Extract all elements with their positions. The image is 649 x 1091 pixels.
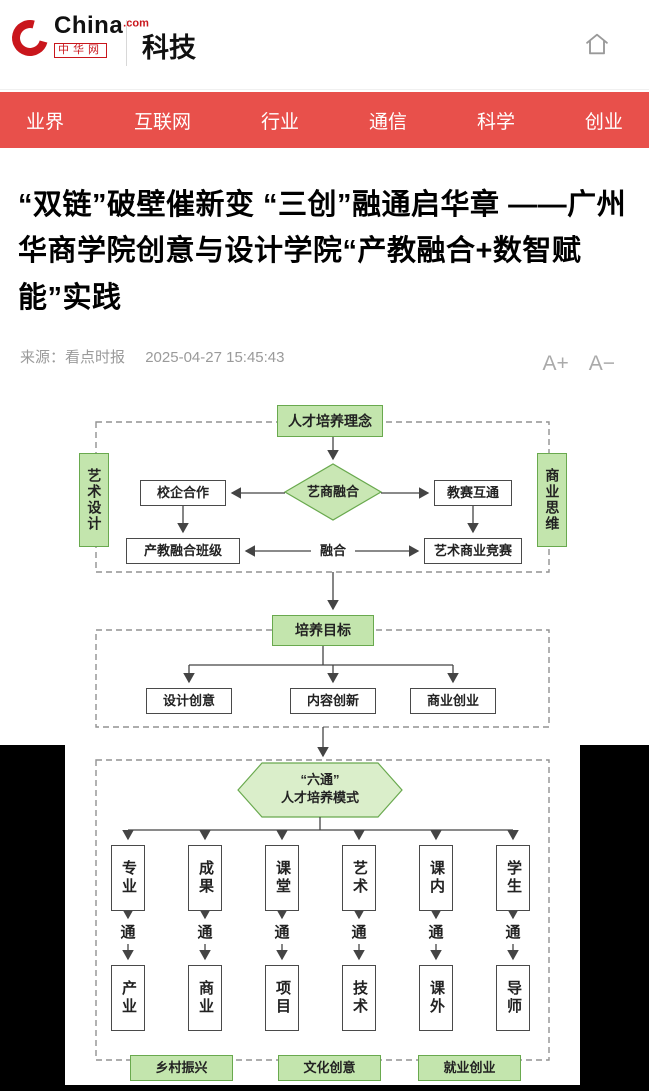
logo-tld: .com [123, 17, 149, 30]
diagram-box-industry-class: 产教融合班级 [126, 538, 240, 564]
font-size-controls: A+ A− [542, 352, 615, 376]
article-meta: 来源：看点时报 2025-04-27 15:45:43 [20, 346, 285, 367]
nav-item-tongxin[interactable]: 通信 [368, 111, 407, 133]
diagram-box-school-enterprise: 校企合作 [140, 480, 226, 506]
diagram-col2-bottom: 商业 [188, 965, 222, 1031]
diagram-label-business-thinking: 商业思维 [537, 453, 567, 547]
nav-item-hangye[interactable]: 行业 [260, 111, 299, 133]
diagram-box-philosophy: 人才培养理念 [277, 405, 383, 437]
nav-item-hulianwang[interactable]: 互联网 [133, 111, 191, 133]
publish-time: 2025-04-27 15:45:43 [145, 349, 285, 366]
diagram-col6-bottom: 导师 [496, 965, 530, 1031]
diagram-diamond-fusion: 艺商融合 [306, 484, 359, 500]
diagram-col5-top: 课内 [419, 845, 453, 911]
nav-item-chuangye[interactable]: 创业 [584, 111, 623, 133]
china-logo[interactable]: China.com 中华网 [5, 13, 149, 63]
diagram-col1-bottom: 产业 [111, 965, 145, 1031]
diagram-outcome-culture: 文化创意 [278, 1055, 381, 1081]
diagram-box-art-business-comp: 艺术商业竞赛 [424, 538, 522, 564]
nav-item-yejie[interactable]: 业界 [26, 111, 65, 133]
logo-brand: China [54, 12, 124, 39]
diagram-box-business-startup: 商业创业 [410, 688, 496, 714]
diagram-label-art-design: 艺术设计 [79, 453, 109, 547]
nav-item-kexue[interactable]: 科学 [476, 111, 515, 133]
diagram-box-competition: 教赛互通 [434, 480, 512, 506]
diagram-col1-top: 专业 [111, 845, 145, 911]
logo-text: China.com 中华网 [54, 14, 149, 58]
diagram-col4-top: 艺术 [342, 845, 376, 911]
diagram-linework [0, 421, 649, 1091]
hexagon-line1: “六通” [300, 772, 340, 788]
source-name: 看点时报 [65, 349, 126, 366]
diagram-col4-link: 通 [351, 924, 367, 941]
site-header: China.com 中华网 科技 [0, 0, 649, 90]
diagram-col3-top: 课堂 [265, 845, 299, 911]
diagram-col1-link: 通 [120, 924, 136, 941]
diagram-col6-link: 通 [505, 924, 521, 941]
diagram-outcome-employment: 就业创业 [418, 1055, 521, 1081]
diagram-col3-link: 通 [274, 924, 290, 941]
diagram-col5-bottom: 课外 [419, 965, 453, 1031]
font-increase-button[interactable]: A+ [542, 352, 569, 375]
logo-cn: 中华网 [54, 43, 107, 58]
diagram-box-goal: 培养目标 [272, 615, 374, 646]
diagram-col6-top: 学生 [496, 845, 530, 911]
hexagon-line2: 人才培养模式 [280, 790, 359, 805]
diagram-col2-link: 通 [197, 924, 213, 941]
diagram-box-design-creativity: 设计创意 [146, 688, 232, 714]
diagram-outcome-rural: 乡村振兴 [130, 1055, 233, 1081]
channel-title: 科技 [142, 33, 196, 63]
diagram-label-fusion: 融合 [319, 543, 346, 559]
source-label: 来源： [20, 349, 66, 366]
logo-c-icon [5, 13, 55, 63]
diagram-col5-link: 通 [428, 924, 444, 941]
home-icon[interactable] [583, 30, 611, 58]
article-title: “双链”破壁催新变 “三创”融通启华章 ——广州华商学院创意与设计学院“产教融合… [18, 189, 627, 314]
diagram-col3-bottom: 项目 [265, 965, 299, 1031]
diagram-box-content-innovation: 内容创新 [290, 688, 376, 714]
diagram-col2-top: 成果 [188, 845, 222, 911]
header-divider [126, 20, 127, 66]
font-decrease-button[interactable]: A− [588, 352, 615, 375]
diagram-hexagon-six-links: “六通” 人才培养模式 [245, 766, 395, 812]
article-figure: 人才培养理念 艺术设计 商业思维 艺商融合 校企合作 教赛互通 产教融合班级 艺… [0, 395, 649, 1091]
main-nav: 业界 互联网 行业 通信 科学 创业 [0, 92, 649, 148]
diagram-col4-bottom: 技术 [342, 965, 376, 1031]
